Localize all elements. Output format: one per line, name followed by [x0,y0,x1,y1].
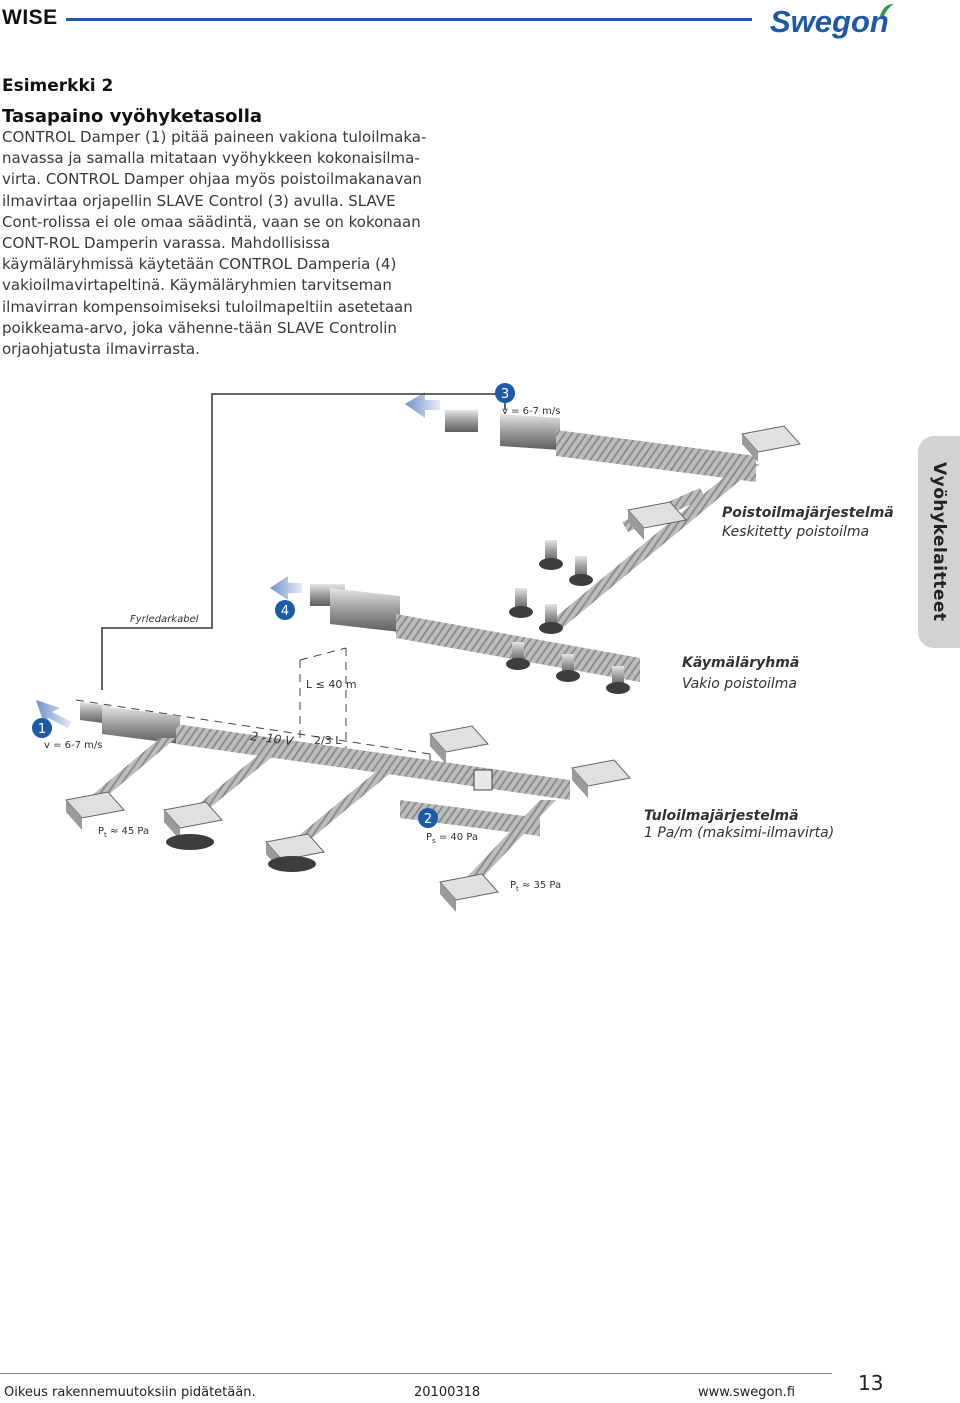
section-title: Tasapaino vyöhyketasolla [2,106,263,127]
length-label: L ≤ 40 m [306,678,357,691]
footer-url[interactable]: www.swegon.fi [698,1385,796,1400]
pt35-label: Pt ≈ 35 Pa [510,880,561,893]
exhaust-system-subtitle: Keskitetty poistoilma [722,524,869,540]
supply-cross-duct [400,800,540,836]
constant-flow-damper [330,588,400,632]
product-name: WISE [2,6,58,29]
section-label: Esimerkki 2 [2,76,114,96]
exhaust-velocity-label: v = 6-7 m/s [502,406,561,417]
exhaust-main-duct [556,430,756,482]
side-tab-label-wrap: Vyöhykelaitteet [918,436,960,648]
two-thirds-label: 2/3 L [314,734,342,747]
exhaust-duct-system [310,410,801,694]
supply-main-duct [176,724,570,800]
swegon-logo: Swegon [770,4,894,39]
supply-system-title: Tuloilmajärjestelmä [644,808,799,824]
supply-velocity-label: v = 6-7 m/s [44,740,103,751]
marker-3-label: 3 [501,387,509,402]
intro-paragraph: CONTROL Damper (1) pitää paineen vakiona… [2,128,427,359]
exhaust-valve-box-1 [741,425,801,453]
exhaust-inlet-pipe [445,410,478,432]
marker-2-label: 2 [424,812,432,827]
brand-name: Swegon [770,4,889,39]
toilet-airflow-arrow [270,576,302,600]
exhaust-branch-duct [540,464,760,630]
supply-diffuser-4 [163,801,223,829]
page-number: 13 [858,1371,884,1395]
toilet-group-title: Käymäläryhmä [682,655,799,671]
marker-1 [32,718,52,738]
marker-3 [495,383,515,403]
pressure-sensor-box [473,769,493,791]
exhaust-riser-terminals [509,540,593,634]
supply-branch-2 [184,752,278,816]
marker-4-label: 4 [281,604,289,619]
footer-date: 20100318 [414,1385,481,1400]
side-tab-label: Vyöhykelaitteet [929,462,949,622]
slave-control-damper [500,414,560,450]
pt45-label: Pt ≈ 45 Pa [98,826,149,839]
control-damper [102,706,180,744]
footer-notice: Oikeus rakennemuutoksiin pidätetään. [4,1385,256,1400]
toilet-group-subtitle: Vakio poistoilma [682,676,797,692]
footer-rule [0,1373,832,1374]
exhaust-valve-box-2-side [628,510,644,540]
ventilation-diagram: 3 4 1 2 v = 6-7 m/s v = 6-7 m/s Fyrledar… [32,383,894,912]
exhaust-valve-box-1-side [742,434,758,462]
exhaust-system-title: Poistoilmajärjestelmä [722,505,894,521]
marker-2 [418,808,438,828]
cable-label: Fyrledarkabel [130,614,199,625]
header-rule [66,18,752,21]
supply-diffuser-2 [571,759,631,787]
supply-branch-1 [84,738,176,802]
supply-system-subtitle: 1 Pa/m (maksimi-ilmavirta) [644,825,834,841]
marker-1-label: 1 [38,722,46,737]
supply-duct-system [65,702,631,912]
toilet-riser-terminals [506,642,630,694]
side-tab[interactable] [918,436,960,648]
exhaust-airflow-arrow [405,392,440,418]
marker-4 [275,600,295,620]
supply-branch-3 [284,770,394,848]
supply-diffusers [65,725,631,912]
leaf-icon [880,4,894,16]
voltage-label: 2 -10 V [250,729,295,748]
ps40-label: Ps = 40 Pa [426,832,478,845]
exhaust-valve-box-2 [627,501,687,529]
